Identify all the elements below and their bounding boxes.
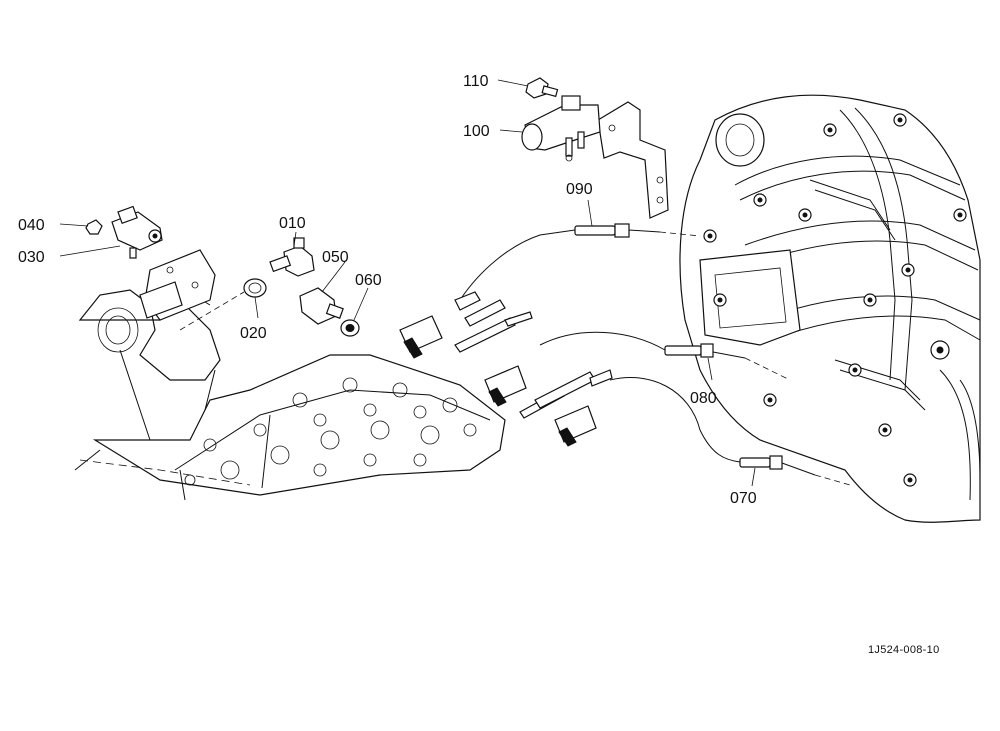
callout-050: 050 [322,249,349,266]
callout-labels: 110 100 090 040 030 010 050 060 020 080 … [18,73,940,656]
wiring-harness [399,291,613,447]
part-010-sensor [269,231,315,277]
callout-060: 060 [355,272,382,289]
part-060-washer [340,287,369,337]
part-040-screw [59,219,103,235]
part-080-exhaust-temp-sensor [539,331,791,381]
connector-3 [554,405,597,447]
callout-040: 040 [18,217,45,234]
housing-bolts [703,113,967,487]
callout-030: 030 [18,249,45,266]
part-070-exhaust-temp-sensor [609,376,851,487]
callout-100: 100 [463,123,490,140]
callout-020: 020 [240,325,267,342]
callout-080: 080 [690,390,717,407]
part-090-exhaust-temp-sensor [459,199,701,301]
sensor-bracket [597,101,669,219]
cylinder-head-assembly [74,249,506,501]
callout-010: 010 [279,215,306,232]
callout-110: 110 [463,73,489,90]
part-100-pressure-sensor [499,95,601,162]
aftertreatment-assembly [679,94,981,523]
drawing-code: 1J524-008-10 [868,644,940,656]
connector-1 [399,315,443,359]
callout-070: 070 [730,490,757,507]
callout-090: 090 [566,181,593,198]
part-030-sensor [59,205,163,259]
part-020-washer [179,278,267,331]
part-110-bolt [497,77,559,99]
part-050-sensor [299,261,346,325]
head-ports [184,377,477,486]
connector-2 [484,365,527,407]
